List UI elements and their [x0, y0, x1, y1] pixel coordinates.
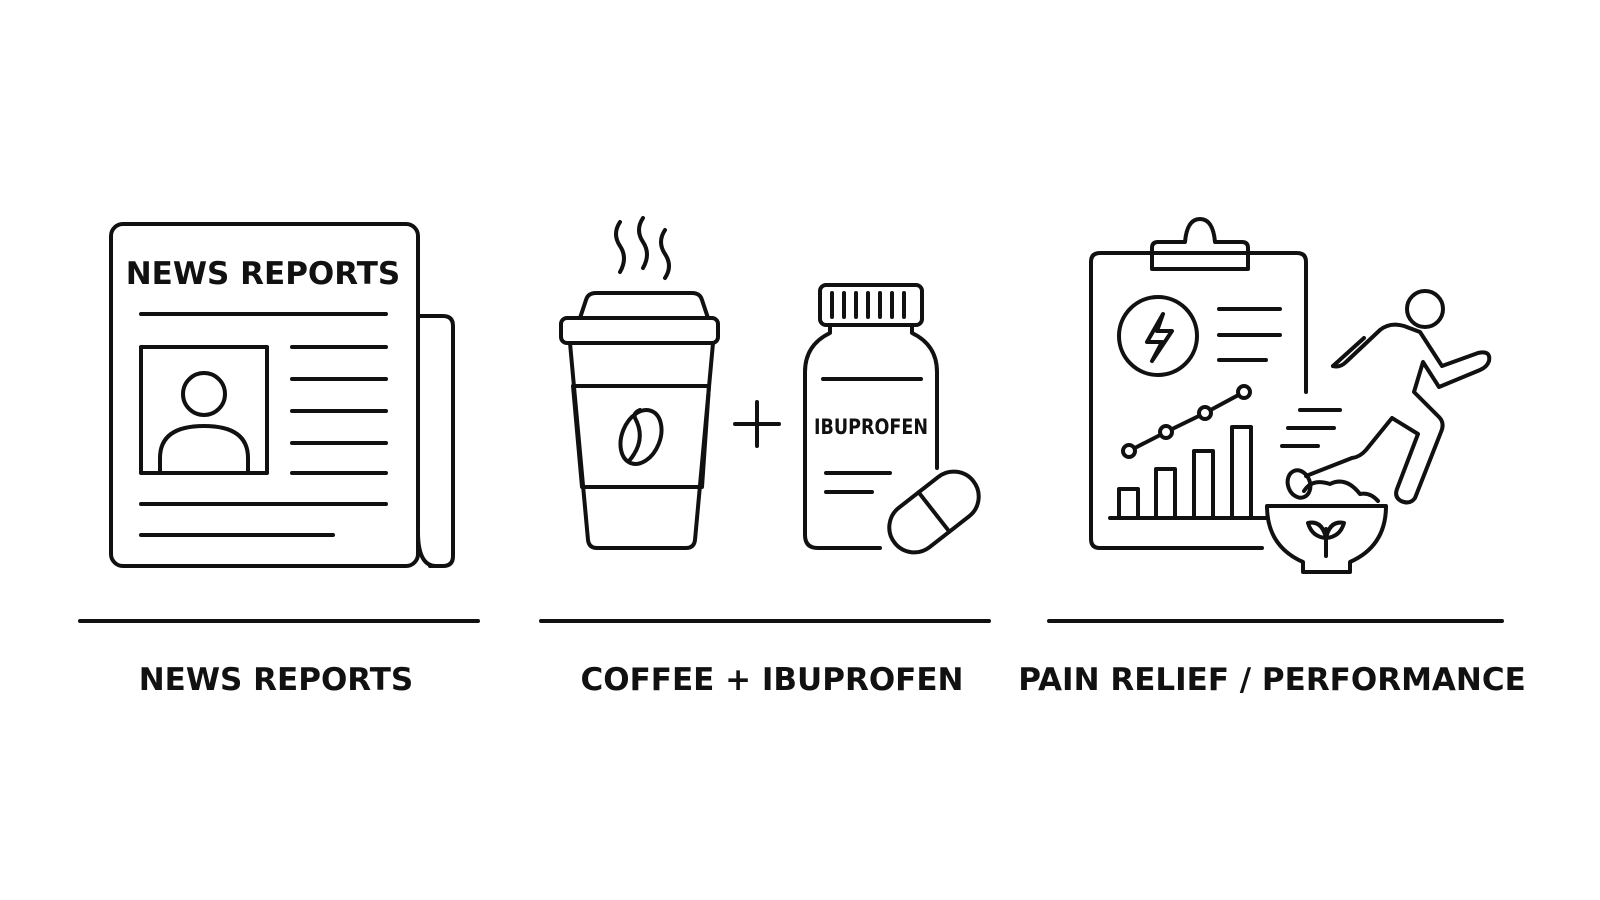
bar-chart-icon: [1108, 425, 1270, 520]
person-photo-icon: [158, 371, 250, 473]
newspaper-headline: NEWS REPORTS: [126, 256, 401, 292]
coffee-cup-icon: [559, 216, 720, 550]
caption-news-reports: NEWS REPORTS: [138, 662, 414, 698]
line-chart-icon: [1121, 384, 1252, 459]
lightning-icon: [1145, 312, 1174, 363]
bottle-label: IBUPROFEN: [814, 415, 928, 439]
pill-bottle-icon: IBUPROFEN: [803, 283, 939, 550]
capsule-icon: [887, 469, 981, 555]
caption-pain-relief-performance: PAIN RELIEF / PERFORMANCE: [1018, 662, 1526, 698]
running-person-icon: [1285, 289, 1492, 505]
newspaper-icon: NEWS REPORTS: [109, 222, 455, 568]
coffee-bean-icon: [618, 408, 664, 466]
salad-bowl-icon: [1265, 479, 1388, 574]
caption-coffee-ibuprofen: COFFEE + IBUPROFEN: [580, 662, 964, 698]
clipboard-icon: [1089, 217, 1342, 550]
leaf-icon: [1306, 520, 1346, 558]
plus-icon: [733, 400, 781, 448]
